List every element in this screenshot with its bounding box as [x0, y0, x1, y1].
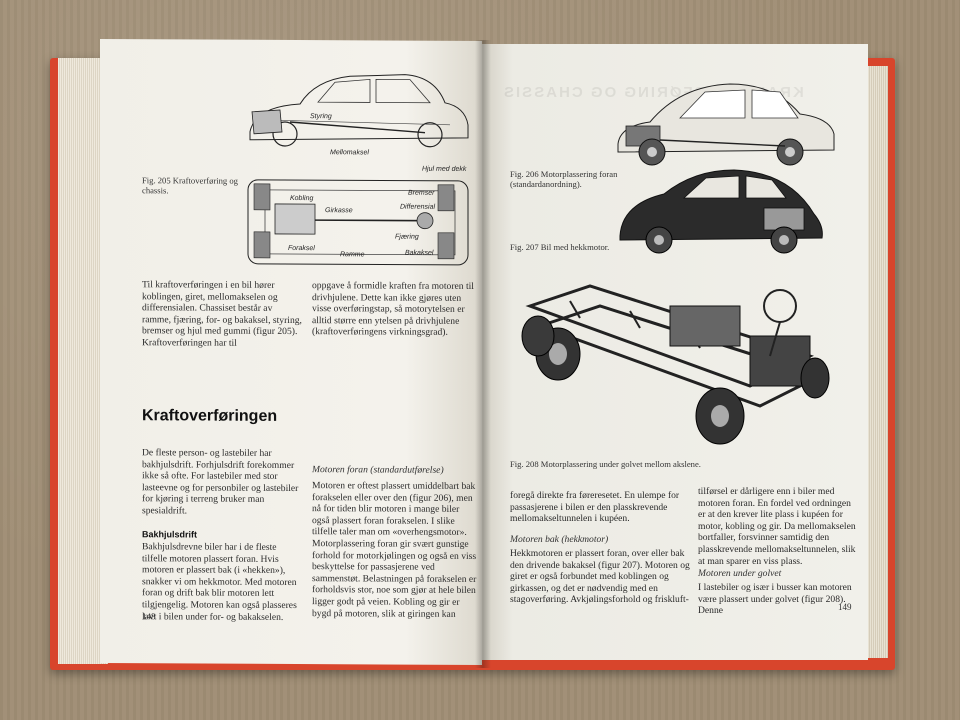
label-kobling: Kobling	[290, 195, 313, 202]
fig207-caption: Fig. 207 Bil med hekkmotor.	[510, 242, 610, 252]
label-bakaksel: Bakaksel	[405, 250, 434, 257]
label-styring: Styring	[310, 113, 332, 120]
label-mellomaksel: Mellomaksel	[330, 149, 369, 156]
left-page: Styring Mellomaksel Hjul med dekk Koblin…	[100, 38, 482, 666]
label-foraksel: Foraksel	[288, 245, 315, 252]
fig205-illustration: Styring Mellomaksel Hjul med dekk Koblin…	[247, 74, 469, 266]
page-edges-left	[58, 58, 108, 664]
intro-paragraph-col1: Til kraftoverføringen i en bil hører kob…	[142, 279, 302, 349]
col1-paragraph: De fleste person- og lastebiler har bakh…	[142, 447, 299, 517]
right-col1-paragraph: foregå direkte fra føreresetet. En ulemp…	[510, 490, 680, 525]
label-ramme: Ramme	[340, 251, 365, 258]
right-col1-paragraph-2: Hekkmotoren er plassert foran, over elle…	[510, 548, 690, 606]
book-gutter	[475, 40, 491, 668]
fig206-illustration	[617, 83, 835, 166]
label-hjul: Hjul med dekk	[422, 166, 467, 173]
label-girkasse: Girkasse	[325, 207, 353, 214]
fig205-caption: Fig. 205 Kraftoverføring og chassis.	[142, 175, 238, 196]
col1-paragraph-2: Bakhjulsdrevne biler har i de fleste til…	[142, 541, 297, 623]
fig208-illustration	[521, 284, 830, 445]
label-fjaering: Fjæring	[395, 234, 419, 241]
right-col2-title: Motoren under golvet	[698, 568, 782, 579]
page-number-right: 149	[838, 602, 852, 612]
col2-paragraph: Motoren er oftest plassert umiddelbart b…	[312, 480, 477, 620]
label-bremser: Bremser	[408, 190, 435, 197]
intro-paragraph-col2: oppgave å formidle kraften fra motoren t…	[312, 280, 474, 339]
right-col1-title: Motoren bak (hekkmotor)	[510, 534, 609, 545]
right-page: KRAFTOVERFØRING OG CHASSIS Fig. 206 Moto…	[482, 44, 868, 660]
section-heading: Kraftoverføringen	[142, 407, 278, 425]
page-number-left: 148	[142, 611, 156, 622]
fig208-caption: Fig. 208 Motorplassering under golvet me…	[510, 459, 701, 469]
right-col2-paragraph: tilførsel er dårligere enn i biler med m…	[698, 486, 856, 567]
col2-title: Motoren foran (standardutførelse)	[312, 464, 444, 476]
right-col2-paragraph-2: I lastebiler og især i busser kan motore…	[698, 582, 852, 617]
fig207-illustration	[619, 169, 823, 254]
fig206-caption: Fig. 206 Motorplassering foran (standard…	[510, 169, 618, 189]
label-differensial: Differensial	[400, 204, 435, 211]
subheading-bakhjulsdrift: Bakhjulsdrift	[142, 529, 198, 540]
